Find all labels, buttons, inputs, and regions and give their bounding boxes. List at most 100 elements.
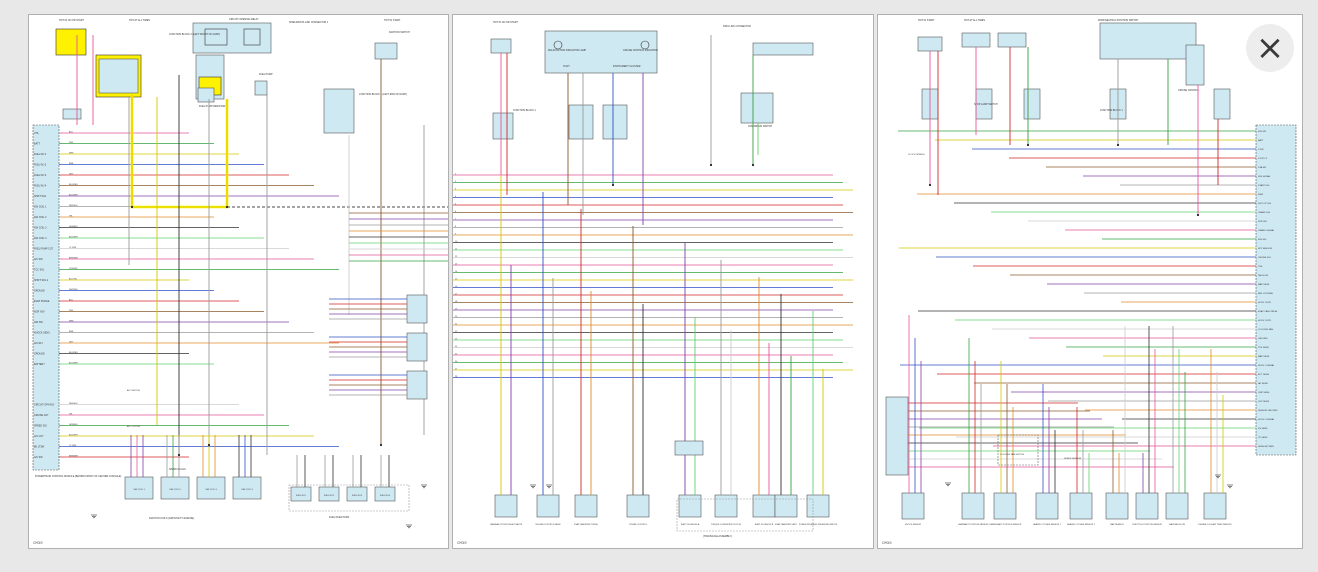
pcm-pin-label: HO2S 2 HTR (1258, 320, 1271, 322)
bus-number: 22 (455, 331, 458, 333)
fuse-box (961, 32, 991, 48)
fuel-pump-resistor-box (197, 87, 215, 103)
pcm-pin-label: CKP SENS (1258, 401, 1270, 403)
header-label: HOT AT ALL TIMES (129, 19, 150, 22)
pcm-pin-label: VSS (1258, 266, 1263, 268)
pcm-pin-label: SHIFT SOL (34, 195, 47, 198)
wire-color-label: BLK/WHT (69, 236, 79, 238)
actuator-label: EVAP CANISTER PURGE (574, 523, 598, 526)
ignition-coil-box (196, 476, 226, 500)
pcm-pin-label: FUEL INJ 4 (34, 185, 47, 188)
inline-connector (406, 332, 428, 362)
header-label: HOT AT ALL TIMES (964, 19, 985, 22)
sheet-footer-id: CM30 (33, 542, 43, 546)
pcm-pin-label: STA SW (1258, 166, 1267, 169)
inline-connector (406, 294, 428, 324)
injector-group-outline (288, 484, 410, 512)
splice-dot (225, 205, 229, 209)
bus-number: 16 (455, 286, 458, 288)
bus-number: 10 (455, 241, 458, 243)
sensor-label: MASS AIR FLOW (1169, 523, 1185, 526)
pcm-pin-label: EVAP PURGE (34, 300, 50, 303)
wire-color-label: VIO/WHT (69, 268, 78, 270)
splice-dot (928, 183, 932, 187)
pcm-pin-label: IGN COIL 1 (34, 206, 47, 209)
wire-color-label: BLU/YEL (69, 278, 78, 280)
injector-label: FUEL INJ 4 (380, 495, 391, 497)
injector-box (290, 486, 312, 502)
bus-number: 27 (455, 368, 458, 370)
actuator-box (714, 494, 738, 518)
header-label: JUNCTION BLOCK 1 (513, 109, 537, 112)
transaxle-outline (676, 498, 814, 532)
pcm-pin-label: MAP SENS (1258, 283, 1270, 286)
wire-color-label: PNK (69, 310, 74, 312)
injector-label: FUEL INJ 3 (352, 495, 363, 497)
sensor-label: THROTTLE POSITION SENSOR (1132, 524, 1162, 526)
sheet-footer-id: CM30 (882, 542, 892, 546)
header-label: HOT IN START (384, 19, 401, 22)
bus-number: 17 (455, 293, 458, 295)
note-label: A/C SWITCH (127, 389, 140, 392)
highlighted-circuit (130, 95, 229, 209)
header-label: HOT IN ON OR START (493, 21, 518, 24)
header-label: PARK/NEUTRAL POSITION SWITCH (1098, 19, 1139, 22)
pcm-pin-label: SENSOR GROUND (1258, 410, 1278, 412)
pcm-connector (32, 124, 60, 471)
pcm-pin-label: KS SENS (1258, 428, 1268, 430)
pcm-pin-label: SPEED SIG (34, 425, 47, 428)
wire-color-label: BRN/WHT (69, 455, 79, 457)
wire-color-label: BLU/WHT (69, 194, 79, 196)
bus-number: 8 (455, 226, 457, 228)
bus-number: 15 (455, 278, 458, 280)
sensor-label: ENGINE COOLANT TEMP SENSOR (1199, 523, 1232, 526)
bus-number: 9 (455, 233, 457, 235)
close-icon[interactable]: × (1255, 28, 1285, 68)
actuator-label: SHIFT SOLENOID B (755, 524, 774, 526)
wire-color-label: WHT (69, 320, 74, 322)
injector-box (318, 486, 340, 502)
actuator-label: IDLE AIR CONTROL VALVE (535, 523, 561, 526)
pcm-pin-label: BATT (34, 143, 40, 146)
pcm-pin-label: SP2 SENSOR (1258, 248, 1272, 250)
pcm-pin-label: COOLING FAN (1258, 328, 1273, 331)
pcm-pin-label: IGN SIG (1258, 239, 1267, 241)
pcm-pin-label: GROUND (1258, 338, 1268, 340)
pcm-pin-label: REF VOLTAGE (1258, 292, 1274, 295)
injector-box (346, 486, 368, 502)
actuator-box (806, 494, 830, 518)
instrument-cluster-box (544, 30, 658, 74)
actuator-box (678, 494, 702, 518)
sensor-box (1035, 492, 1059, 520)
wire-color-label: BRN (69, 163, 74, 165)
bus-number: 6 (455, 211, 457, 213)
pcm-pin-label: CIRCUIT OPN RLY (34, 404, 55, 407)
sensor-label: HEATED OXYGEN SENSOR 1 (1033, 523, 1062, 526)
bus-number: 20 (455, 316, 458, 318)
ground-symbol (945, 482, 951, 487)
pcm-pin-label: HO2S 1 SIGNAL (1258, 364, 1275, 367)
pcm-pin-label: CRUISE SIG (1258, 257, 1271, 259)
pcm-pin-label: NSW (1258, 194, 1264, 196)
splice-box (62, 108, 82, 120)
bus-number: 23 (455, 338, 458, 340)
inline-connector (406, 370, 428, 400)
junction-block-box (1213, 88, 1231, 120)
ignition-coil-box (232, 476, 262, 500)
bus-number: 2 (455, 181, 457, 183)
wire-color-label: GRN/BLK (69, 226, 78, 228)
sensor-box (1069, 492, 1093, 520)
actuator-box (626, 494, 650, 518)
bus-number: 14 (455, 271, 458, 273)
pcm-pin-label: IGN COIL 2 (34, 216, 47, 219)
header-label: DATA LINK CONNECTOR (723, 25, 751, 28)
bus-number: 18 (455, 301, 458, 303)
bus-number: 12 (455, 256, 458, 258)
actuator-box (536, 494, 560, 518)
note-label: A/C CLUTCH (127, 425, 141, 428)
pcm-pin-label: DIST OP SIG (1258, 203, 1271, 205)
close-button[interactable]: × (1246, 24, 1294, 72)
